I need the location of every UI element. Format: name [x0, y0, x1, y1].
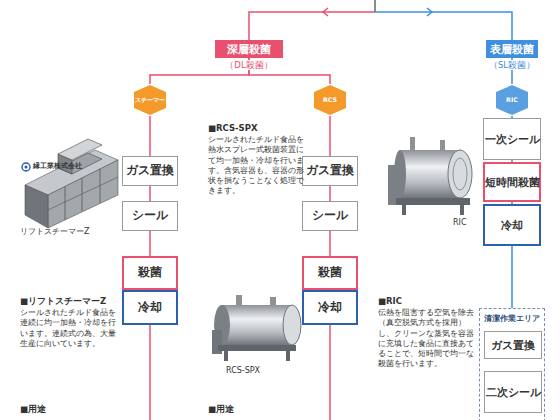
process-box: 冷却 — [122, 290, 178, 325]
category-box: 表層殺菌（SL殺菌） — [486, 40, 538, 58]
hexagon-outline — [134, 85, 166, 115]
trunk-line — [374, 0, 376, 12]
machine-leg — [224, 351, 228, 361]
flow-line — [149, 325, 151, 420]
note-heading: ■RIC — [378, 296, 478, 307]
process-box: 殺菌 — [122, 256, 178, 290]
note-text: リフトスチーマーZ — [20, 227, 110, 238]
flow-connector — [511, 246, 513, 308]
process-box: 冷却 — [302, 290, 358, 325]
note-heading: 縁工業株式会社 — [33, 162, 113, 171]
process-box: ガス置換 — [302, 156, 358, 186]
process-box: 短時間殺菌 — [483, 162, 541, 202]
box-label: 表層殺菌 — [490, 43, 534, 56]
machine-door — [453, 158, 467, 190]
machine-side — [25, 185, 48, 228]
process-box: ガス置換 — [484, 331, 542, 359]
process-box: シール — [302, 201, 358, 231]
box-label: 二次シール — [486, 386, 541, 399]
sub-label: （DL殺菌） — [224, 60, 273, 70]
flow-connector — [149, 116, 151, 156]
box-label: 一次シール — [485, 133, 540, 146]
machine-vessel — [394, 150, 406, 198]
machine-base — [218, 345, 296, 351]
machine-frame — [48, 177, 118, 210]
process-box: 一次シール — [483, 118, 541, 160]
box-label: ガス置換 — [126, 164, 174, 178]
box-label: 冷却 — [138, 301, 162, 315]
note-heading: ■用途 — [20, 404, 80, 415]
area-heading: 清潔作業エリア — [484, 314, 540, 323]
process-box: ガス置換 — [122, 156, 178, 186]
company-logo — [25, 166, 28, 169]
machine-door — [448, 150, 472, 198]
branch-line — [375, 12, 512, 40]
machine-leg — [402, 205, 406, 215]
direction-chevron — [323, 8, 328, 16]
hexagon-label: スチーマー — [135, 96, 165, 104]
box-label: 殺菌 — [318, 266, 342, 280]
box-label: シール — [132, 209, 168, 223]
note-text: シールされたチルド食品を連続に均一加熱・冷却を行います。連続式の為、大量生産に向… — [20, 308, 120, 349]
box-label: 殺菌 — [138, 266, 162, 280]
flow-connector — [329, 231, 331, 256]
note-heading: ■リフトスチーマーZ — [20, 296, 120, 307]
hexagon-outline — [496, 85, 528, 115]
note-text: RIC — [453, 218, 483, 229]
sub-label: （SL殺菌） — [488, 60, 536, 70]
machine-base — [396, 198, 470, 205]
machine-leg — [286, 351, 290, 361]
note-heading: ■用途 — [208, 404, 268, 415]
process-box: 冷却 — [483, 204, 541, 246]
hexagon-label: RIC — [506, 96, 518, 104]
equipment-hexagon: RIC — [495, 84, 529, 116]
flow-connector — [329, 186, 331, 201]
flow-connector — [149, 231, 151, 256]
note-text: 伝熱を阻害する空気を除去（真空脱気方式を採用）し、クリーンな蒸気を容器に充填した… — [378, 308, 478, 370]
machine-frame — [65, 187, 66, 220]
box-label: ガス置換 — [491, 339, 535, 352]
equipment-hexagon: RCS — [313, 84, 347, 116]
machine-door — [283, 305, 301, 345]
note-heading: ■RCS-SPX — [208, 123, 308, 134]
note-text: シールされたチルド食品を熱水スプレー式殺菌装置にて均一加熱・冷却を行います。含気… — [208, 135, 308, 197]
process-box: 二次シール — [484, 371, 542, 413]
hexagon-outline — [314, 85, 346, 115]
flow-connector — [329, 116, 331, 156]
equipment-hexagon: スチーマー — [133, 84, 167, 116]
machine-front — [48, 160, 118, 228]
box-label: 冷却 — [318, 301, 342, 315]
box-label: 短時間殺菌 — [485, 176, 540, 189]
company-logo — [22, 163, 30, 171]
category-box: 深層殺菌（DL殺菌） — [215, 40, 283, 58]
box-label: 深層殺菌 — [227, 43, 271, 56]
direction-chevron — [427, 8, 432, 16]
hexagon-label: RCS — [323, 96, 337, 104]
flow-connector — [149, 186, 151, 201]
note-text: RCS-SPX — [226, 366, 286, 377]
machine-leg — [460, 205, 464, 215]
machine-frame — [82, 178, 83, 211]
machine-hood — [58, 139, 102, 160]
box-label: ガス置換 — [306, 164, 354, 178]
branch-line — [249, 12, 375, 40]
machine-vessel — [222, 305, 292, 345]
box-label: 冷却 — [501, 219, 523, 232]
machine-frame — [100, 169, 101, 203]
area-box: 清潔作業エリアガス置換二次シール — [479, 308, 545, 420]
box-label: シール — [312, 209, 348, 223]
process-box: 殺菌 — [302, 256, 358, 290]
flow-line — [329, 325, 331, 420]
process-box: シール — [122, 201, 178, 231]
